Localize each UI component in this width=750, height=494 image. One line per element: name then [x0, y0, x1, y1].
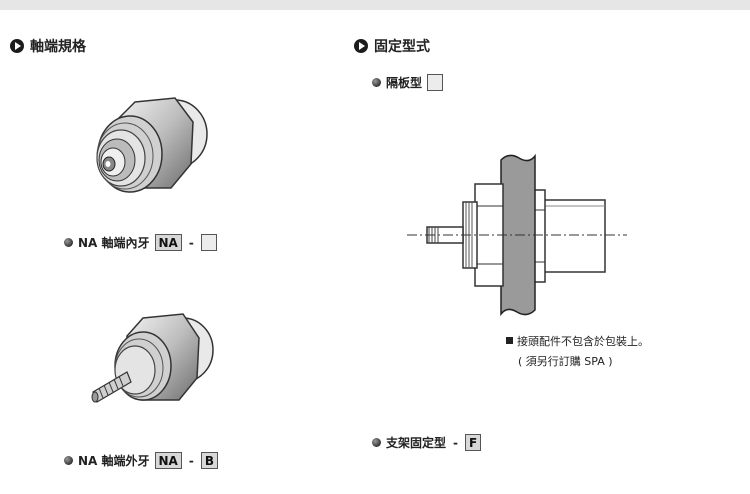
male-thread-option: NA 軸端外牙 NA - B	[64, 452, 218, 469]
bullet-dot-icon	[372, 78, 381, 87]
panel-mount-drawing	[407, 153, 627, 317]
code-dash: -	[453, 435, 458, 450]
note-line-2: ( 須另行訂購 SPA )	[518, 355, 613, 368]
female-thread-label: NA 軸端內牙	[78, 236, 150, 250]
code-dash: -	[188, 453, 194, 468]
shaft-spec-heading: 軸端規格	[10, 36, 86, 56]
female-thread-cylinder-illustration	[96, 97, 208, 193]
bracket-mount-label: 支架固定型	[386, 436, 447, 450]
play-circle-icon	[354, 39, 368, 53]
shaft-spec-title: 軸端規格	[30, 39, 86, 55]
male-thread-cylinder-illustration	[91, 313, 214, 403]
accessory-note: 接頭配件不包含於包裝上。 ( 須另行訂購 SPA )	[506, 332, 649, 372]
bullet-dot-icon	[64, 238, 73, 247]
panel-mount-option: 隔板型	[372, 74, 444, 91]
bracket-mount-option: 支架固定型 - F	[372, 434, 482, 451]
mounting-type-heading: 固定型式	[354, 36, 430, 56]
code-box-na: NA	[154, 234, 182, 251]
bullet-dot-icon	[64, 456, 73, 465]
code-box-na: NA	[154, 452, 182, 469]
top-divider-bar	[0, 0, 750, 10]
female-thread-option: NA 軸端內牙 NA -	[64, 234, 217, 251]
play-circle-icon	[10, 39, 24, 53]
empty-code-box	[427, 74, 444, 91]
code-box-f: F	[465, 434, 482, 451]
code-box-b: B	[200, 452, 218, 469]
empty-code-box	[200, 234, 217, 251]
bullet-dot-icon	[372, 438, 381, 447]
panel-mount-label: 隔板型	[386, 76, 423, 90]
mounting-type-title: 固定型式	[374, 39, 430, 55]
male-thread-label: NA 軸端外牙	[78, 454, 150, 468]
square-bullet-icon	[506, 337, 513, 344]
note-line-1: 接頭配件不包含於包裝上。	[506, 332, 649, 352]
code-dash: -	[188, 235, 194, 250]
